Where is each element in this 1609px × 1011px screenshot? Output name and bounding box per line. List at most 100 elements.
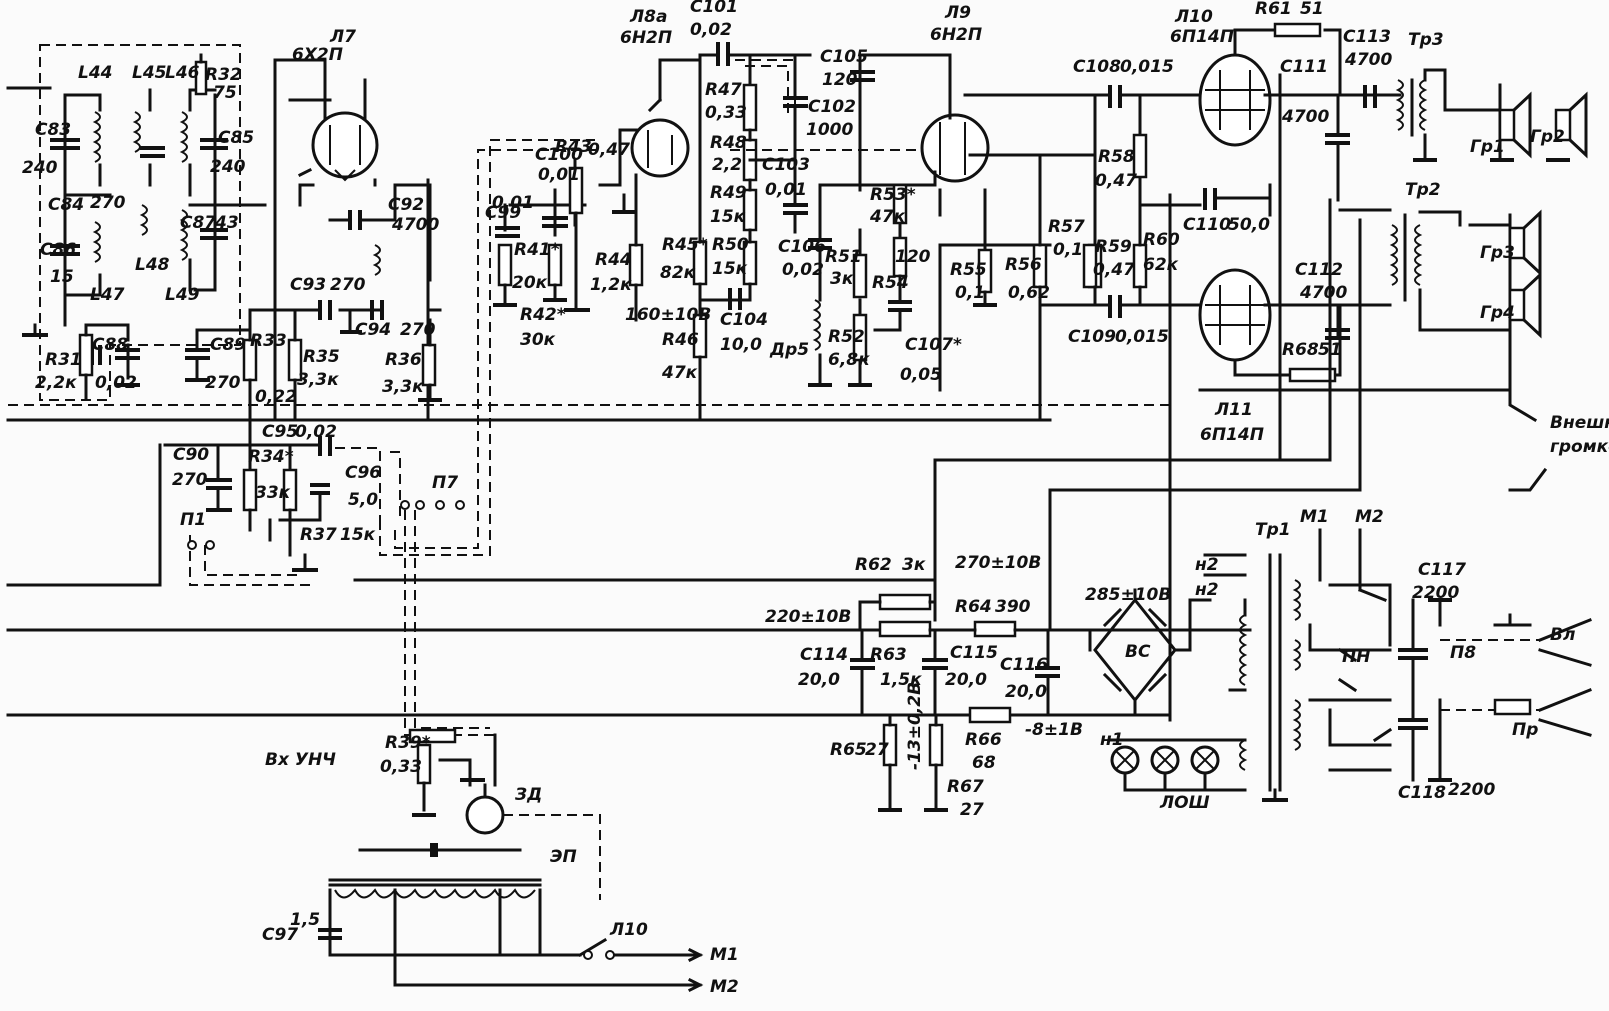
label-r48: R48 — [710, 133, 747, 153]
resistor-r31 — [78, 333, 94, 377]
value-c101: 0,02 — [690, 20, 732, 40]
label-r43: R43 — [555, 137, 592, 157]
label-c116: C116 — [1000, 655, 1048, 675]
tube-l8a-type: 6Н2П — [620, 28, 672, 48]
label-c96: C96 — [345, 463, 381, 483]
resistor-r64 — [973, 620, 1017, 638]
label-r55: R55 — [950, 260, 987, 280]
tube-l8a-ref: Л8а — [629, 7, 667, 27]
label-l47: L47 — [90, 285, 125, 305]
value-r33: 0,22 — [255, 387, 297, 407]
value-c102: 1000 — [806, 120, 853, 140]
label-l10-switch: Л10 — [609, 920, 648, 940]
label-c90: C90 — [173, 445, 209, 465]
resistor-r66 — [968, 706, 1012, 724]
label-m2-bottom: M2 — [710, 977, 739, 997]
value-c97: 1,5 — [290, 910, 320, 930]
label-h1: н1 — [1100, 730, 1124, 750]
value-c118: 2200 — [1448, 780, 1495, 800]
label-pn: ПН — [1342, 647, 1370, 667]
label-c95: C95 — [262, 422, 298, 442]
tube-l11 — [1198, 268, 1272, 362]
resistor-r63 — [878, 620, 932, 638]
label-input: Вх УНЧ — [265, 750, 336, 770]
fuse-pr — [1493, 698, 1532, 716]
label-vl: Вл — [1550, 625, 1575, 645]
value-c99: 0,01 — [492, 193, 534, 213]
value-r64: 390 — [995, 597, 1031, 617]
label-r64: R64 — [955, 597, 992, 617]
value-c106: 0,02 — [782, 260, 824, 280]
value-r45: 82к — [660, 263, 696, 283]
value-c111: 4700 — [1281, 107, 1329, 127]
value-c94: 270 — [400, 320, 436, 340]
label-r57: R57 — [1048, 217, 1085, 237]
label-tr2: Тр2 — [1405, 180, 1441, 200]
if-filter-block: L44 L45 L46 R32 75 C83 240 C85 240 C84 2… — [6, 44, 267, 401]
label-h2-b: н2 — [1195, 580, 1219, 600]
label-bridge-vs: ВС — [1125, 642, 1151, 662]
voltage-minus13: -13±0,2В — [905, 682, 925, 770]
tone-network: C101 0,02 R47 0,33 C102 1000 R48 2,2 C10… — [625, 0, 856, 422]
preamp-l8a: C99 0,01 C100 0,01 R41* 20к R42* 30к R43… — [485, 7, 702, 350]
value-c90: 270 — [172, 470, 208, 490]
indicator-lamps — [1108, 738, 1247, 792]
label-r52: R52 — [828, 327, 865, 347]
value-c95: 0,02 — [295, 422, 337, 442]
label-c112: C112 — [1295, 260, 1343, 280]
label-tr1: Тр1 — [1255, 520, 1291, 540]
label-c94: C94 — [355, 320, 391, 340]
label-c84: C84 — [48, 195, 84, 215]
label-c114: C114 — [800, 645, 848, 665]
voltage-270: 270±10В — [955, 553, 1041, 573]
value-r37: 15к — [340, 525, 376, 545]
coil-l44 — [92, 111, 101, 163]
label-r51: R51 — [825, 247, 862, 267]
value-c89: 270 — [205, 373, 241, 393]
value-r55: 0,1 — [955, 283, 985, 303]
label-c108: C108 — [1073, 57, 1121, 77]
value-r41: 20к — [512, 273, 548, 293]
resistor-r36 — [421, 343, 437, 387]
speaker-gr1 — [1498, 108, 1516, 142]
label-external-speaker-1: Внешн — [1550, 413, 1609, 433]
label-c89: C89 — [210, 335, 246, 355]
value-r54: 120 — [895, 247, 931, 267]
value-r34: 33к — [255, 483, 291, 503]
driver-l9: Л9 6Н2П C105 120 C106 0,02 R51 3к Др5 R5… — [730, 3, 1102, 422]
value-c103: 0,01 — [765, 180, 807, 200]
tube-l10-ref: Л10 — [1174, 7, 1213, 27]
label-r66: R66 — [965, 730, 1002, 750]
label-r46: R46 — [662, 330, 699, 350]
resistor-r51 — [852, 253, 868, 299]
label-r39: R39* — [385, 733, 431, 753]
value-r60: 62к — [1143, 255, 1179, 275]
resistor-r61 — [1273, 22, 1322, 38]
tube-l11-type: 6П14П — [1200, 425, 1264, 445]
value-c86: 15 — [50, 267, 74, 287]
label-p1: П1 — [180, 510, 206, 530]
value-r31: 2,2к — [35, 373, 77, 393]
resistor-r62 — [878, 593, 932, 611]
label-c100: C100 — [535, 145, 583, 165]
label-r50: R50 — [712, 235, 749, 255]
value-c116: 20,0 — [1005, 682, 1047, 702]
value-r53: 47к — [869, 207, 906, 227]
label-c101: C101 — [690, 0, 738, 17]
value-c100: 0,01 — [538, 165, 580, 185]
label-r65: R65 — [830, 740, 867, 760]
label-r59: R59 — [1095, 237, 1132, 257]
label-r58: R58 — [1098, 147, 1135, 167]
label-gr4: Гр4 — [1480, 303, 1515, 323]
label-c106: C106 — [778, 237, 826, 257]
label-l48: L48 — [135, 255, 170, 275]
label-r49: R49 — [710, 183, 747, 203]
value-r58: 0,47 — [1095, 171, 1137, 191]
pickup-icon — [465, 795, 505, 835]
label-r45: R45* — [662, 235, 708, 255]
value-c88: 0,02 — [95, 373, 137, 393]
value-c110: 50,0 — [1228, 215, 1270, 235]
label-dr5: Др5 — [769, 340, 809, 360]
label-c105: C105 — [820, 47, 868, 67]
